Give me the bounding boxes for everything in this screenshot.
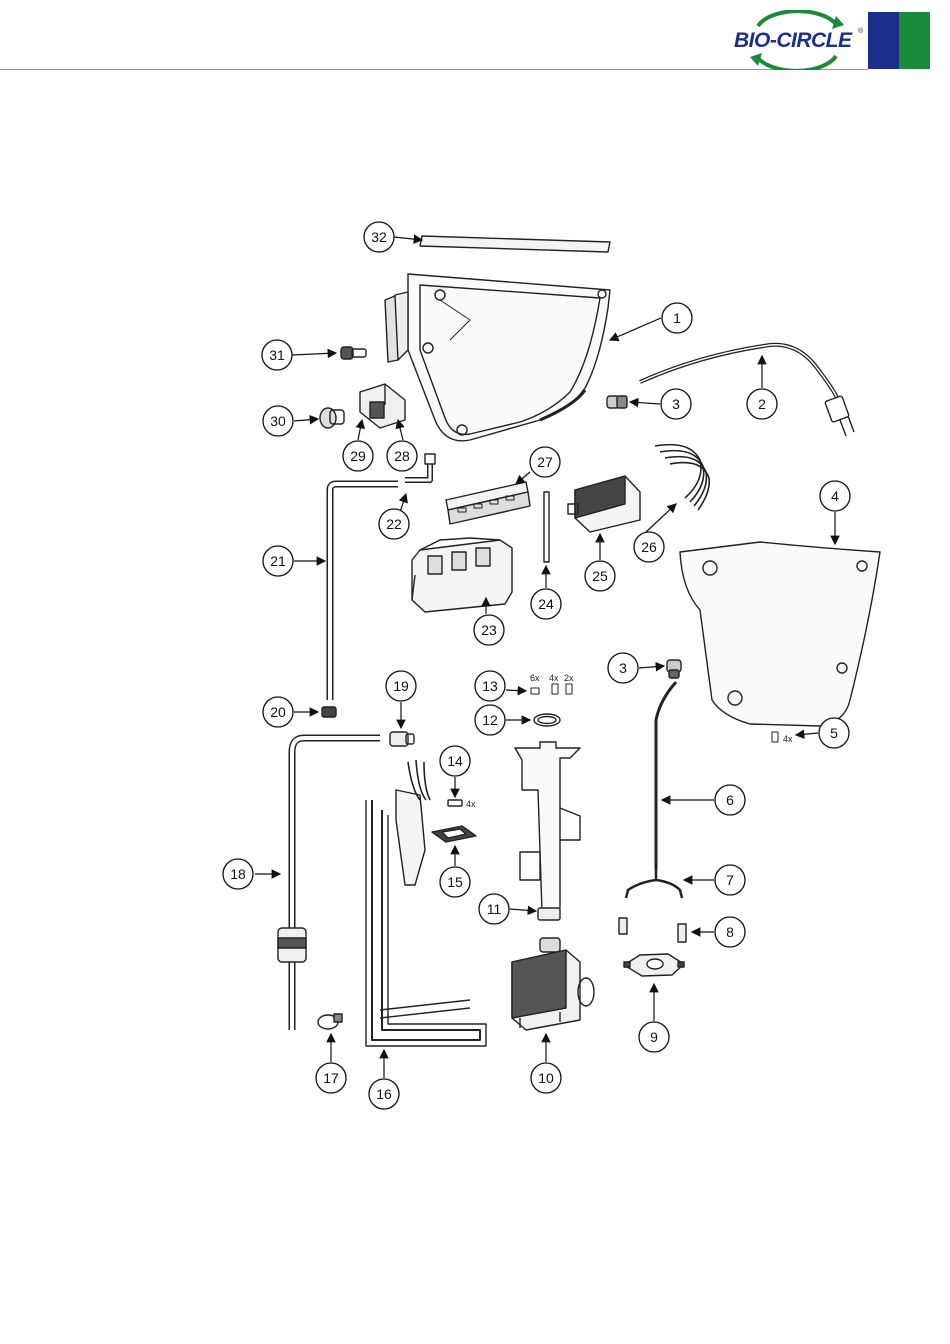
qty-13-bolts: 2x <box>564 673 574 683</box>
callout-26: 26 <box>634 532 664 562</box>
svg-text:29: 29 <box>350 448 366 464</box>
svg-text:9: 9 <box>650 1029 658 1045</box>
qty-5-screws: 4x <box>783 734 793 744</box>
callout-32: 32 <box>364 222 394 252</box>
callout-15: 15 <box>440 867 470 897</box>
svg-text:31: 31 <box>269 347 285 363</box>
svg-text:32: 32 <box>371 229 387 245</box>
callout-14: 14 <box>440 746 470 776</box>
qty-13-nuts: 6x <box>530 673 540 683</box>
svg-text:25: 25 <box>592 568 608 584</box>
part-17-hose-clamp <box>318 1014 342 1029</box>
svg-text:18: 18 <box>230 866 246 882</box>
part-18-float-switch <box>278 738 380 1030</box>
callout-23: 23 <box>474 615 504 645</box>
svg-text:8: 8 <box>726 924 734 940</box>
svg-text:16: 16 <box>376 1086 392 1102</box>
part-3-grommet-upper <box>607 396 627 408</box>
part-31-knob <box>341 347 366 359</box>
svg-text:23: 23 <box>481 622 497 638</box>
svg-text:21: 21 <box>270 553 286 569</box>
callout-13: 13 <box>475 671 505 701</box>
callout-5: 5 <box>819 718 849 748</box>
part-8-air-stones <box>619 918 686 942</box>
callout-18: 18 <box>223 859 253 889</box>
svg-text:28: 28 <box>394 448 410 464</box>
svg-text:12: 12 <box>482 712 498 728</box>
part-20-nut <box>322 707 336 717</box>
svg-text:7: 7 <box>726 872 734 888</box>
qty-13-screws: 4x <box>549 673 559 683</box>
svg-text:20: 20 <box>270 704 286 720</box>
callout-19: 19 <box>386 671 416 701</box>
callout-10: 10 <box>531 1063 561 1093</box>
part-9-mounting-plate <box>624 954 684 976</box>
svg-text:6: 6 <box>726 792 734 808</box>
part-7-y-manifold <box>626 870 682 898</box>
part-5-screw <box>772 732 778 742</box>
part-32-lid-strip <box>420 236 610 252</box>
part-30-cap <box>320 408 344 428</box>
svg-text:27: 27 <box>537 454 553 470</box>
svg-text:15: 15 <box>447 874 463 890</box>
callout-21: 21 <box>263 546 293 576</box>
svg-text:30: 30 <box>270 413 286 429</box>
part-4-side-panel <box>680 542 880 726</box>
callout-3-upper: 3 <box>661 389 691 419</box>
part-26-wires <box>655 445 709 510</box>
svg-text:3: 3 <box>619 660 627 676</box>
callout-4: 4 <box>820 481 850 511</box>
part-6-air-tube <box>656 682 676 870</box>
part-12-gasket <box>534 714 560 726</box>
svg-text:19: 19 <box>393 678 409 694</box>
callout-25: 25 <box>585 561 615 591</box>
svg-text:13: 13 <box>482 678 498 694</box>
svg-text:22: 22 <box>386 516 402 532</box>
part-19-connector <box>390 732 414 746</box>
callout-6: 6 <box>715 785 745 815</box>
svg-text:5: 5 <box>830 725 838 741</box>
part-23-valve-housing <box>412 538 512 612</box>
part-3-grommet-lower <box>667 660 681 678</box>
svg-text:2: 2 <box>758 396 766 412</box>
part-1-upper-housing <box>385 274 610 441</box>
svg-text:26: 26 <box>641 539 657 555</box>
callout-8: 8 <box>715 917 745 947</box>
callout-24: 24 <box>531 589 561 619</box>
callout-30: 30 <box>263 406 293 436</box>
callout-16: 16 <box>369 1079 399 1109</box>
callout-22: 22 <box>379 509 409 539</box>
svg-text:1: 1 <box>673 310 681 326</box>
callout-11: 11 <box>479 894 509 924</box>
part-25-pump <box>568 476 640 532</box>
part-14-screw <box>448 800 462 806</box>
svg-text:4: 4 <box>831 488 839 504</box>
part-24-rod <box>544 492 549 562</box>
part-15-flange-plate <box>432 826 476 842</box>
part-10-pump-motor <box>512 938 594 1030</box>
callout-27: 27 <box>530 447 560 477</box>
part-13-screws <box>531 684 572 694</box>
part-11-pump-pipe <box>515 742 580 920</box>
callout-1: 1 <box>662 303 692 333</box>
svg-text:17: 17 <box>323 1070 339 1086</box>
callout-17: 17 <box>316 1063 346 1093</box>
callout-20: 20 <box>263 697 293 727</box>
callout-7: 7 <box>715 865 745 895</box>
callout-29: 29 <box>343 441 373 471</box>
part-27-din-rail <box>446 482 530 524</box>
callout-2: 2 <box>747 389 777 419</box>
svg-text:24: 24 <box>538 596 554 612</box>
svg-text:10: 10 <box>538 1070 554 1086</box>
svg-text:11: 11 <box>487 901 502 917</box>
callout-31: 31 <box>262 340 292 370</box>
callout-28: 28 <box>387 441 417 471</box>
callout-12: 12 <box>475 705 505 735</box>
svg-text:14: 14 <box>447 753 463 769</box>
callout-3-lower: 3 <box>608 653 638 683</box>
callout-9: 9 <box>639 1022 669 1052</box>
qty-14-screws: 4x <box>466 799 476 809</box>
svg-text:3: 3 <box>672 396 680 412</box>
